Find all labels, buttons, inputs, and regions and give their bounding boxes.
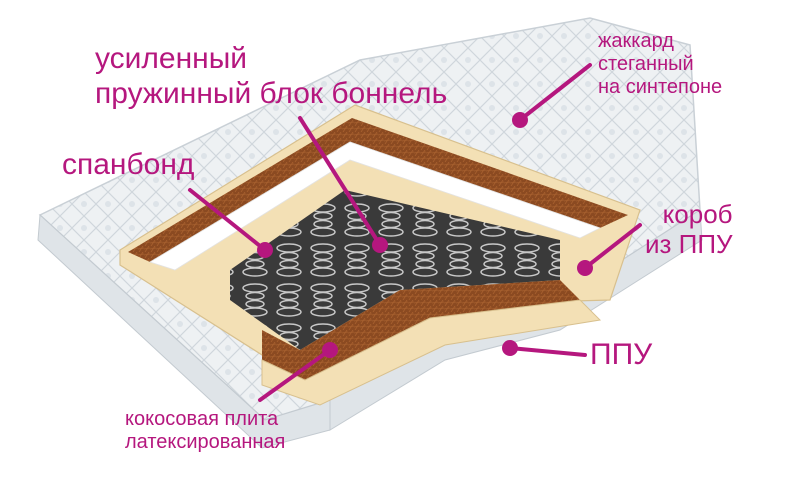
pointer-jacquard [518,63,592,122]
label-pu-box-line-2: из ППУ [645,228,733,259]
pointer-dot-spunbond [257,242,273,258]
coconut-layer-bottom [262,280,580,380]
pointer-dot-coconut [322,342,338,358]
pointer-lines [188,63,642,402]
pointer-dot-jacquard [512,112,528,128]
label-coconut: кокосовая плита латексированная [125,408,285,454]
label-jacquard: жаккард стеганный на синтепоне [598,30,722,99]
foam-layer-bottom [261,299,602,406]
label-ppu-line-1: ППУ [590,338,653,371]
label-jacquard-line-3: на синтепоне [598,76,723,98]
label-coconut-line-1: кокосовая плита [125,408,279,430]
label-ppu: ППУ [590,338,652,373]
label-spring-block-line-1: усиленный [95,42,248,75]
label-pu-box: короб из ППУ [645,199,733,260]
pointer-dot-ppu [502,340,518,356]
spring-block [230,190,560,350]
pointer-ppu [508,346,587,357]
pointer-spring-block [298,116,382,247]
label-spunbond-line-1: спанбонд [62,148,195,181]
label-pu-box-line-1: короб [662,199,733,229]
label-jacquard-line-2: стеганный [598,53,694,75]
label-spunbond: спанбонд [62,148,194,183]
spunbond-layer [149,141,602,271]
pointer-dot-pu-box [577,260,593,276]
label-coconut-line-2: латексированная [125,431,286,453]
coconut-layer-top [128,118,628,262]
pointer-pu-box [583,223,642,270]
label-spring-block: усиленный пружинный блок боннель [95,42,447,111]
label-spring-block-line-2: пружинный блок боннель [95,76,448,110]
label-jacquard-line-1: жаккард [598,30,674,52]
pointer-coconut [258,348,332,402]
pointer-dot-spring-block [372,237,388,253]
pointer-spunbond [188,188,267,252]
